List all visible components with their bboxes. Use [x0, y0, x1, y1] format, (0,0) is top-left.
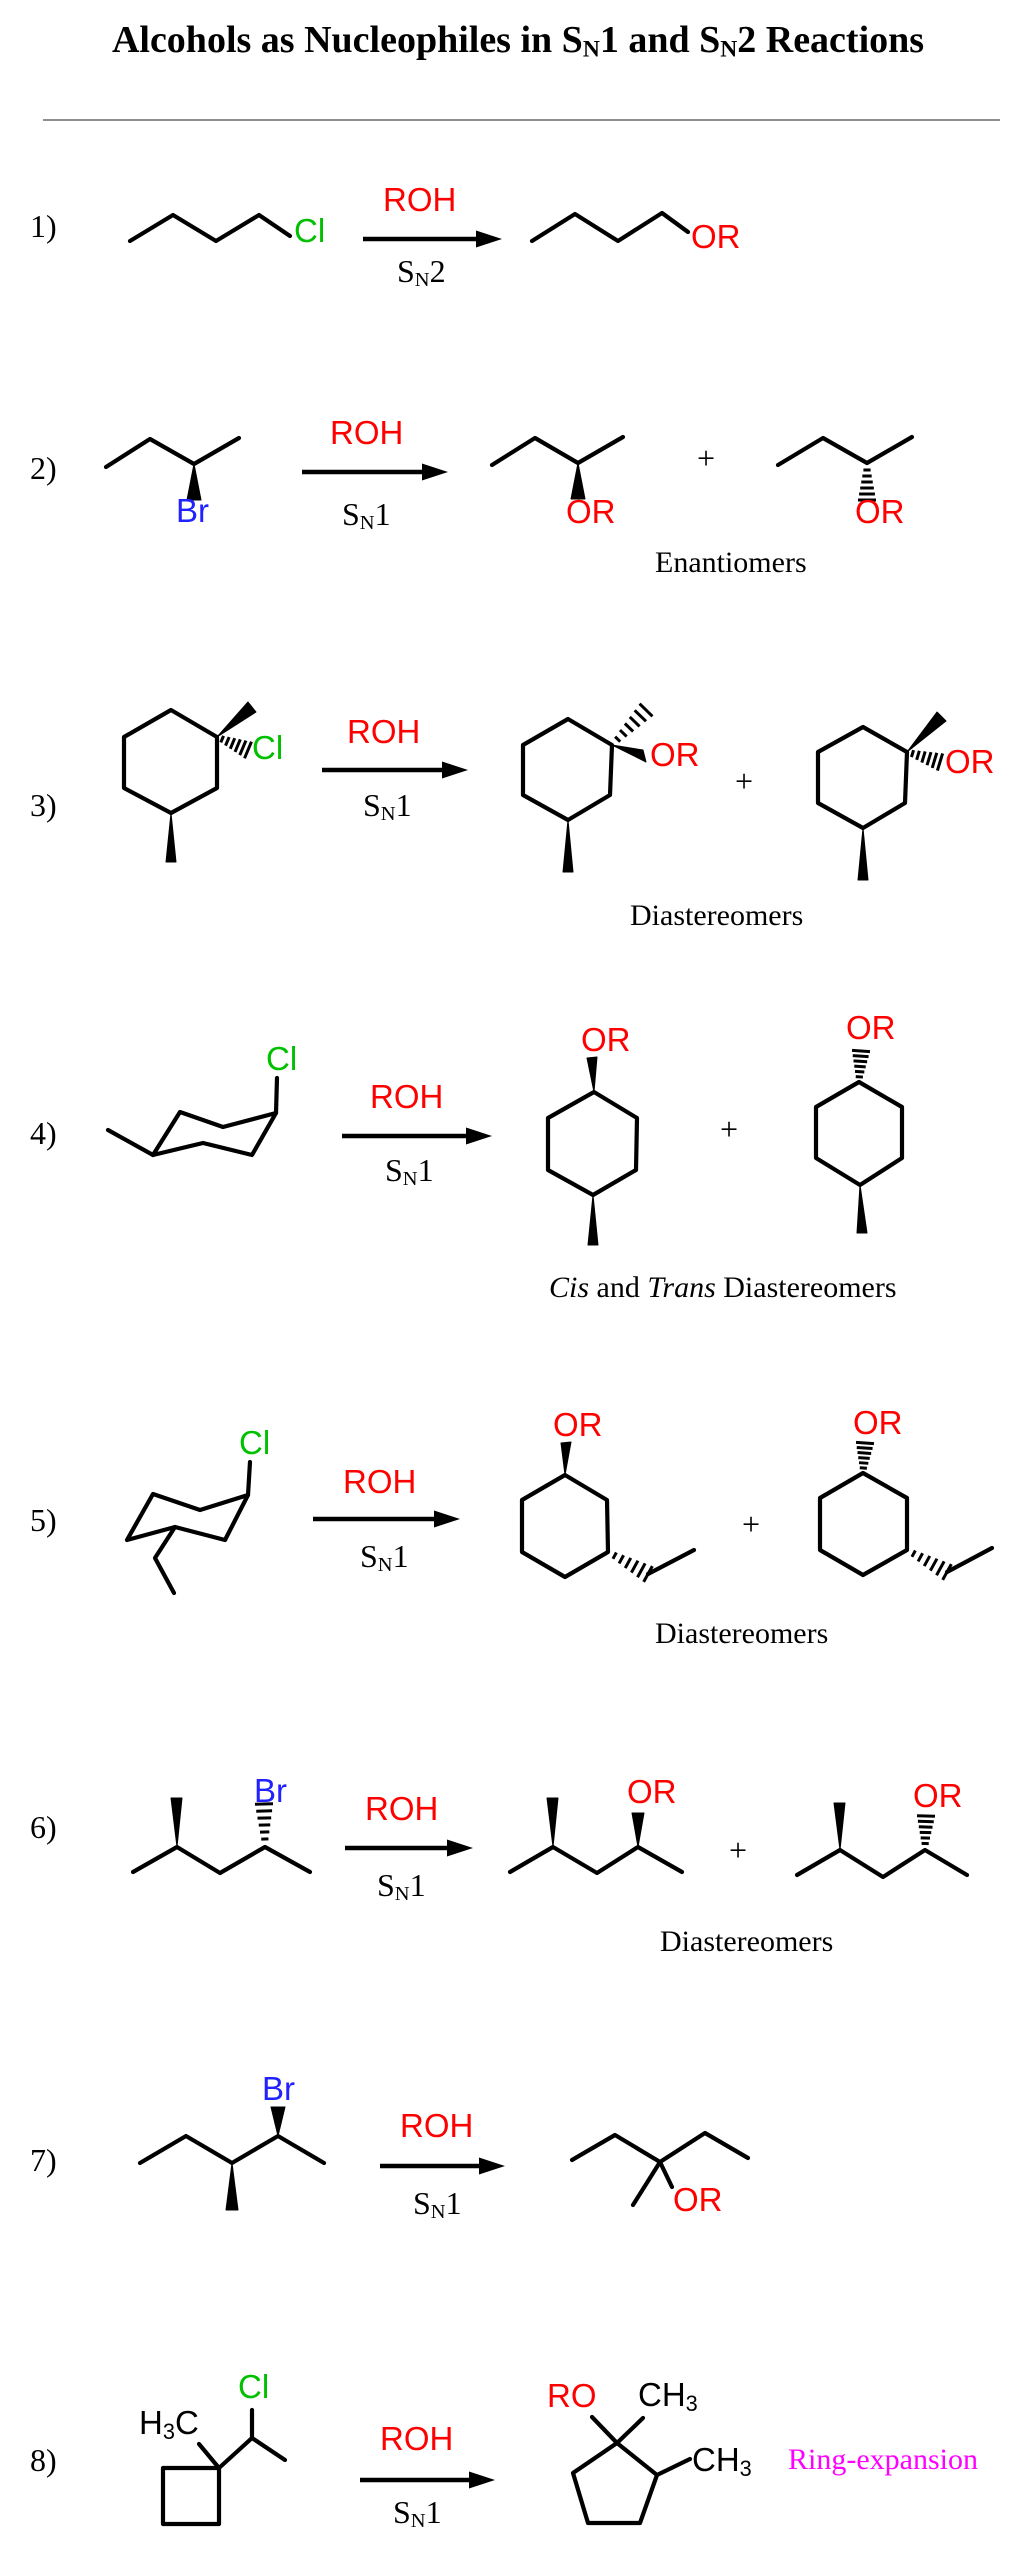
- stereo-descriptor: Diastereomers: [660, 1925, 834, 1958]
- reaction-number: 6): [30, 1809, 57, 1845]
- or-group-label: OR: [650, 736, 700, 773]
- reagent-label: ROH: [330, 414, 404, 451]
- or-group-label: OR: [846, 1009, 896, 1046]
- reaction-number: 2): [30, 450, 57, 486]
- ring-expansion-note: Ring-expansion: [788, 2443, 978, 2476]
- reagent-label: ROH: [365, 1790, 439, 1827]
- mechanism-label: SN1: [385, 1152, 434, 1191]
- mechanism-label: SN2: [397, 253, 446, 292]
- or-group-label: OR: [853, 1404, 903, 1441]
- or-group-label: OR: [581, 1021, 631, 1058]
- reagent-label: ROH: [383, 181, 457, 218]
- plus-sign: +: [697, 440, 716, 476]
- reaction-4-structures: [105, 1048, 905, 1246]
- mechanism-label: SN1: [363, 787, 412, 826]
- plus-sign: +: [720, 1111, 739, 1147]
- plus-sign: +: [742, 1506, 761, 1542]
- or-group-label: OR: [553, 1406, 603, 1443]
- reagent-label: ROH: [343, 1463, 417, 1500]
- mechanism-label: SN1: [360, 1538, 409, 1577]
- reaction-number: 5): [30, 1502, 57, 1538]
- stereo-descriptor: Enantiomers: [655, 546, 807, 579]
- methyl-ch3-label: CH3: [692, 2441, 752, 2481]
- reaction-2-structures: [103, 434, 915, 502]
- stereo-descriptor: Diastereomers: [655, 1617, 829, 1650]
- plus-sign: +: [735, 763, 754, 799]
- mechanism-label: SN1: [393, 2494, 442, 2533]
- reagent-label: ROH: [347, 713, 421, 750]
- reaction-1-structures: [127, 210, 691, 248]
- chlorine-label: Cl: [294, 212, 326, 249]
- or-group-label: OR: [945, 743, 995, 780]
- methyl-ch3-label: CH3: [638, 2376, 698, 2416]
- or-group-label: OR: [913, 1777, 963, 1814]
- mechanism-label: SN1: [377, 1867, 426, 1906]
- mechanism-label: SN1: [413, 2185, 462, 2224]
- bromine-label: Br: [262, 2070, 295, 2107]
- methyl-h3c-label: H3C: [139, 2404, 199, 2444]
- reaction-number: 8): [30, 2442, 57, 2478]
- reaction-number: 7): [30, 2142, 57, 2178]
- mechanism-label: SN1: [342, 496, 391, 535]
- or-group-label: OR: [855, 493, 905, 530]
- or-group-label: OR: [673, 2181, 723, 2218]
- plus-sign: +: [729, 1832, 748, 1868]
- reaction-3-structures: [121, 701, 947, 881]
- reaction-number: 4): [30, 1115, 57, 1151]
- stereo-descriptor: Diastereomers: [630, 899, 804, 932]
- divider-line: [43, 119, 1000, 121]
- reaction-number: 1): [30, 208, 57, 244]
- reagent-label: ROH: [370, 1078, 444, 1115]
- reaction-6-structures: [130, 1797, 970, 1880]
- reaction-8-structures: [160, 2407, 693, 2527]
- bromine-label: Br: [254, 1772, 287, 1809]
- or-group-label: OR: [627, 1773, 677, 1810]
- chlorine-label: Cl: [252, 729, 284, 766]
- or-group-label: OR: [691, 218, 741, 255]
- reaction-number: 3): [30, 787, 57, 823]
- bromine-label: Br: [176, 492, 209, 529]
- ro-group-label: RO: [547, 2377, 597, 2414]
- page-title: Alcohols as Nucleophiles in SN1 and SN2 …: [111, 19, 925, 63]
- reaction-5-structures: [124, 1440, 995, 1596]
- reaction-7-structures: [137, 2106, 751, 2211]
- stereo-descriptor: Cis and Trans Diastereomers: [549, 1271, 897, 1304]
- chlorine-label: Cl: [238, 2368, 270, 2405]
- chlorine-label: Cl: [239, 1424, 271, 1461]
- reagent-label: ROH: [380, 2420, 454, 2457]
- reagent-label: ROH: [400, 2107, 474, 2144]
- chlorine-label: Cl: [266, 1040, 298, 1077]
- or-group-label: OR: [566, 493, 616, 530]
